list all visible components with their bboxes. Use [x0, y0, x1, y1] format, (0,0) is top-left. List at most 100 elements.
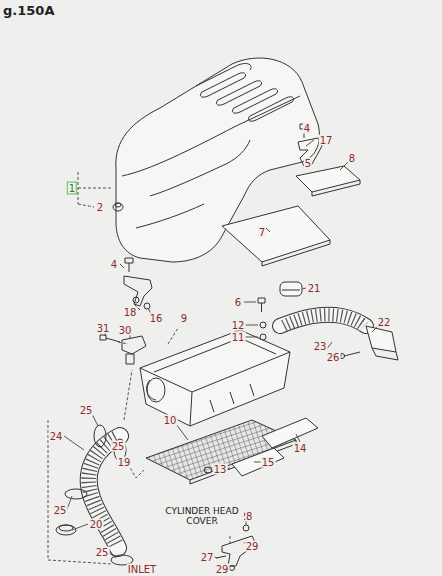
- air-filter: [146, 420, 296, 480]
- intake-hose: [280, 315, 366, 326]
- callout-number: 23: [313, 341, 328, 352]
- bolt: [129, 263, 130, 272]
- pad: [262, 418, 318, 448]
- bracket: [133, 297, 139, 303]
- bracket: [124, 276, 152, 306]
- callout-number: 16: [149, 313, 164, 324]
- inlet-hose: [89, 436, 120, 548]
- callout-number: 12: [231, 320, 246, 331]
- bolt: [344, 352, 360, 356]
- callout-number: 15: [261, 457, 276, 468]
- callout-number: 10: [163, 415, 178, 426]
- inlet-hose: [89, 438, 116, 544]
- pad: [296, 166, 360, 192]
- duct: [366, 326, 398, 360]
- inlet-hose: [89, 436, 120, 548]
- bracket: [122, 336, 146, 364]
- air-cleaner-case: [210, 384, 254, 412]
- air-cleaner-case: [147, 380, 156, 400]
- leader-line: [118, 342, 128, 344]
- duct: [372, 348, 398, 360]
- grommet: [113, 203, 123, 211]
- cap: [280, 282, 302, 296]
- intake-hose: [280, 315, 366, 326]
- air-cleaner-case: [190, 392, 192, 426]
- callout-number: 30: [118, 325, 133, 336]
- bolt: [106, 338, 120, 342]
- callout-number: 31: [96, 323, 111, 334]
- callout-number: 5: [304, 158, 312, 169]
- air-cleaner-case: [140, 330, 290, 426]
- bracket: [144, 303, 150, 309]
- engine-cover: [122, 96, 300, 176]
- callout-number: 26: [326, 352, 341, 363]
- callout-number: 9: [180, 313, 188, 324]
- callout-number: 18: [123, 307, 138, 318]
- bracket: [124, 276, 152, 309]
- callout-number: 7: [258, 227, 266, 238]
- leader-line: [168, 328, 178, 344]
- note-text: CYLINDER HEAD COVER: [160, 506, 244, 526]
- pad: [222, 206, 330, 266]
- callout-number: 1: [67, 182, 77, 195]
- hose-clamp: [94, 425, 106, 447]
- air-cleaner-case: [147, 378, 165, 402]
- bolt: [125, 258, 133, 263]
- pad: [312, 180, 360, 196]
- hose-clamp: [65, 425, 133, 565]
- cap: [280, 282, 302, 296]
- intake-hose: [280, 315, 366, 326]
- note-text: INLET: [127, 563, 157, 574]
- air-filter: [146, 420, 296, 484]
- callout-number: 27: [200, 552, 215, 563]
- air-cleaner-case: [140, 330, 290, 426]
- callout-number: 19: [117, 457, 132, 468]
- callout-number: 25: [79, 405, 94, 416]
- callout-number: 25: [111, 441, 126, 452]
- leader-line: [64, 140, 378, 566]
- engine-cover: [136, 204, 204, 228]
- bolt: [258, 298, 265, 303]
- callout-number: 22: [377, 317, 392, 328]
- callout-number: 6: [234, 297, 242, 308]
- pad: [222, 206, 330, 262]
- engine-cover: [216, 81, 261, 105]
- leader-line: [64, 140, 378, 566]
- callout-number: 8: [348, 153, 356, 164]
- air-cleaner-case: [154, 338, 276, 372]
- callout-number: 25: [53, 505, 68, 516]
- callout-number: 21: [307, 283, 322, 294]
- engine-cover: [150, 140, 250, 196]
- bolt: [125, 258, 133, 272]
- callout-number: 24: [49, 431, 64, 442]
- hose-ring: [59, 525, 73, 531]
- engine-cover: [196, 63, 251, 86]
- bracket: [230, 566, 235, 571]
- grommet: [113, 203, 123, 211]
- bracket: [122, 336, 146, 354]
- bolt: [260, 322, 266, 328]
- grommet: [204, 467, 212, 473]
- air-cleaner-case: [140, 352, 290, 392]
- inlet-hose: [89, 436, 120, 548]
- callout-number: 29: [245, 541, 260, 552]
- engine-cover: [248, 97, 293, 121]
- bracket: [126, 354, 134, 364]
- callout-number: 20: [89, 519, 104, 530]
- callout-number: 4: [110, 259, 118, 270]
- bolt: [340, 352, 361, 359]
- air-filter: [190, 440, 296, 484]
- callout-number: 11: [231, 332, 246, 343]
- callout-number: 2: [96, 202, 104, 213]
- bolt: [261, 303, 262, 312]
- bolt: [100, 335, 120, 342]
- leader-line: [230, 536, 231, 544]
- engine-cover: [232, 89, 277, 113]
- pad: [262, 240, 330, 266]
- bolt: [260, 322, 266, 340]
- leader-line: [124, 370, 132, 420]
- grommet: [115, 203, 121, 207]
- hose-clamp: [65, 489, 87, 499]
- callout-number: 25: [95, 547, 110, 558]
